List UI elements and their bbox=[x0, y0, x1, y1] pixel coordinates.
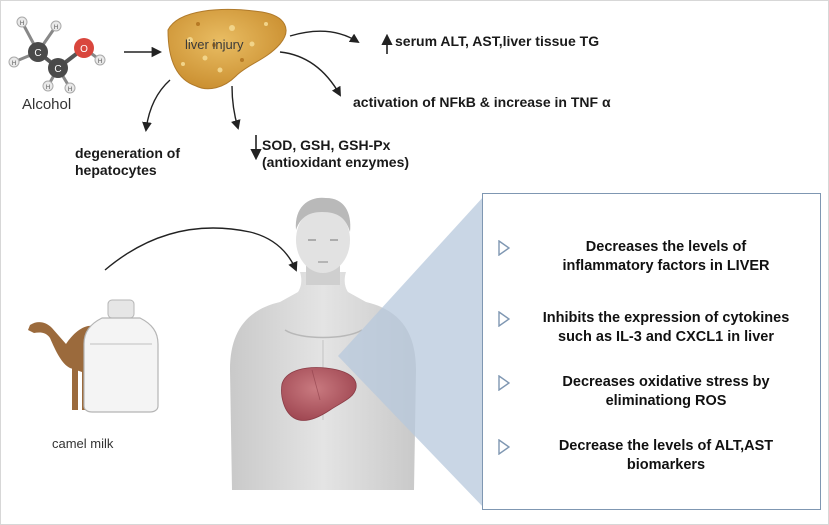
ethanol-molecule-icon: C C O H H H H H H bbox=[8, 16, 106, 94]
benefit-line: Decreases the levels of bbox=[585, 239, 747, 255]
arrow-to-degeneration-effect bbox=[142, 79, 171, 132]
camel-milk-to-human-arrow bbox=[104, 227, 298, 272]
benefit-line: such as IL-3 and CXCL1 in liver bbox=[558, 329, 774, 345]
benefit-line: Inhibits the expression of cytokines bbox=[542, 310, 790, 326]
benefit-text: Inhibits the expression of cytokines suc… bbox=[519, 309, 813, 347]
alcohol-label: Alcohol bbox=[22, 96, 72, 113]
hydrogen-atom-label: H bbox=[54, 25, 58, 31]
oxygen-atom-label: O bbox=[80, 44, 88, 55]
hydrogen-atom-label: H bbox=[12, 61, 16, 67]
hydrogen-atom-label: H bbox=[98, 59, 102, 65]
antioxidant-effect-label: SOD, GSH, GSH-Px (antioxidant enzymes) bbox=[262, 137, 462, 171]
benefit-line: inflammatory factors in LIVER bbox=[562, 258, 770, 274]
hydrogen-atom-label: H bbox=[20, 21, 24, 27]
benefit-line: Decrease the levels of ALT,AST bbox=[558, 438, 774, 454]
antioxidant-line: SOD, GSH, GSH-Px bbox=[262, 137, 391, 153]
benefit-line: biomarkers bbox=[626, 457, 706, 473]
hydrogen-atom-label: H bbox=[68, 87, 72, 93]
injured-liver-icon bbox=[167, 8, 287, 90]
arrow-to-antioxidant-effect bbox=[231, 85, 241, 130]
benefits-panel: Decreases the levels of inflammatory fac… bbox=[482, 193, 821, 510]
triangle-bullet-icon bbox=[498, 240, 510, 256]
hydrogen-atom-label: H bbox=[46, 85, 50, 91]
camel-milk-label: camel milk bbox=[52, 436, 114, 451]
benefit-text: Decreases the levels of inflammatory fac… bbox=[519, 238, 813, 276]
callout-wedge bbox=[338, 196, 484, 508]
human-liver-icon bbox=[281, 367, 357, 421]
carbon-atom-label: C bbox=[54, 64, 61, 75]
benefit-line: eliminationg ROS bbox=[605, 393, 727, 409]
degeneration-effect-label: degeneration of hepatocytes bbox=[75, 145, 235, 179]
serum-effect-label: serum ALT, AST,liver tissue TG bbox=[395, 33, 600, 49]
benefit-text: Decreases oxidative stress by eliminatio… bbox=[519, 373, 813, 411]
arrow-to-serum-effect bbox=[289, 30, 360, 44]
liver-injury-label: liver injury bbox=[185, 37, 244, 52]
arrow-to-nfkb-effect bbox=[279, 51, 341, 97]
triangle-bullet-icon bbox=[498, 375, 510, 391]
degeneration-line: hepatocytes bbox=[75, 162, 157, 178]
nfkb-effect-label: activation of NFkB & increase in TNF α bbox=[353, 94, 611, 110]
triangle-bullet-icon bbox=[498, 311, 510, 327]
benefit-line: Decreases oxidative stress by bbox=[562, 374, 770, 390]
degeneration-line: degeneration of bbox=[75, 145, 181, 161]
benefit-text: Decrease the levels of ALT,AST biomarker… bbox=[519, 437, 813, 475]
carbon-atom-label: C bbox=[34, 48, 41, 59]
antioxidant-line: (antioxidant enzymes) bbox=[262, 154, 410, 170]
milk-bottle-icon bbox=[83, 299, 159, 413]
triangle-bullet-icon bbox=[498, 439, 510, 455]
